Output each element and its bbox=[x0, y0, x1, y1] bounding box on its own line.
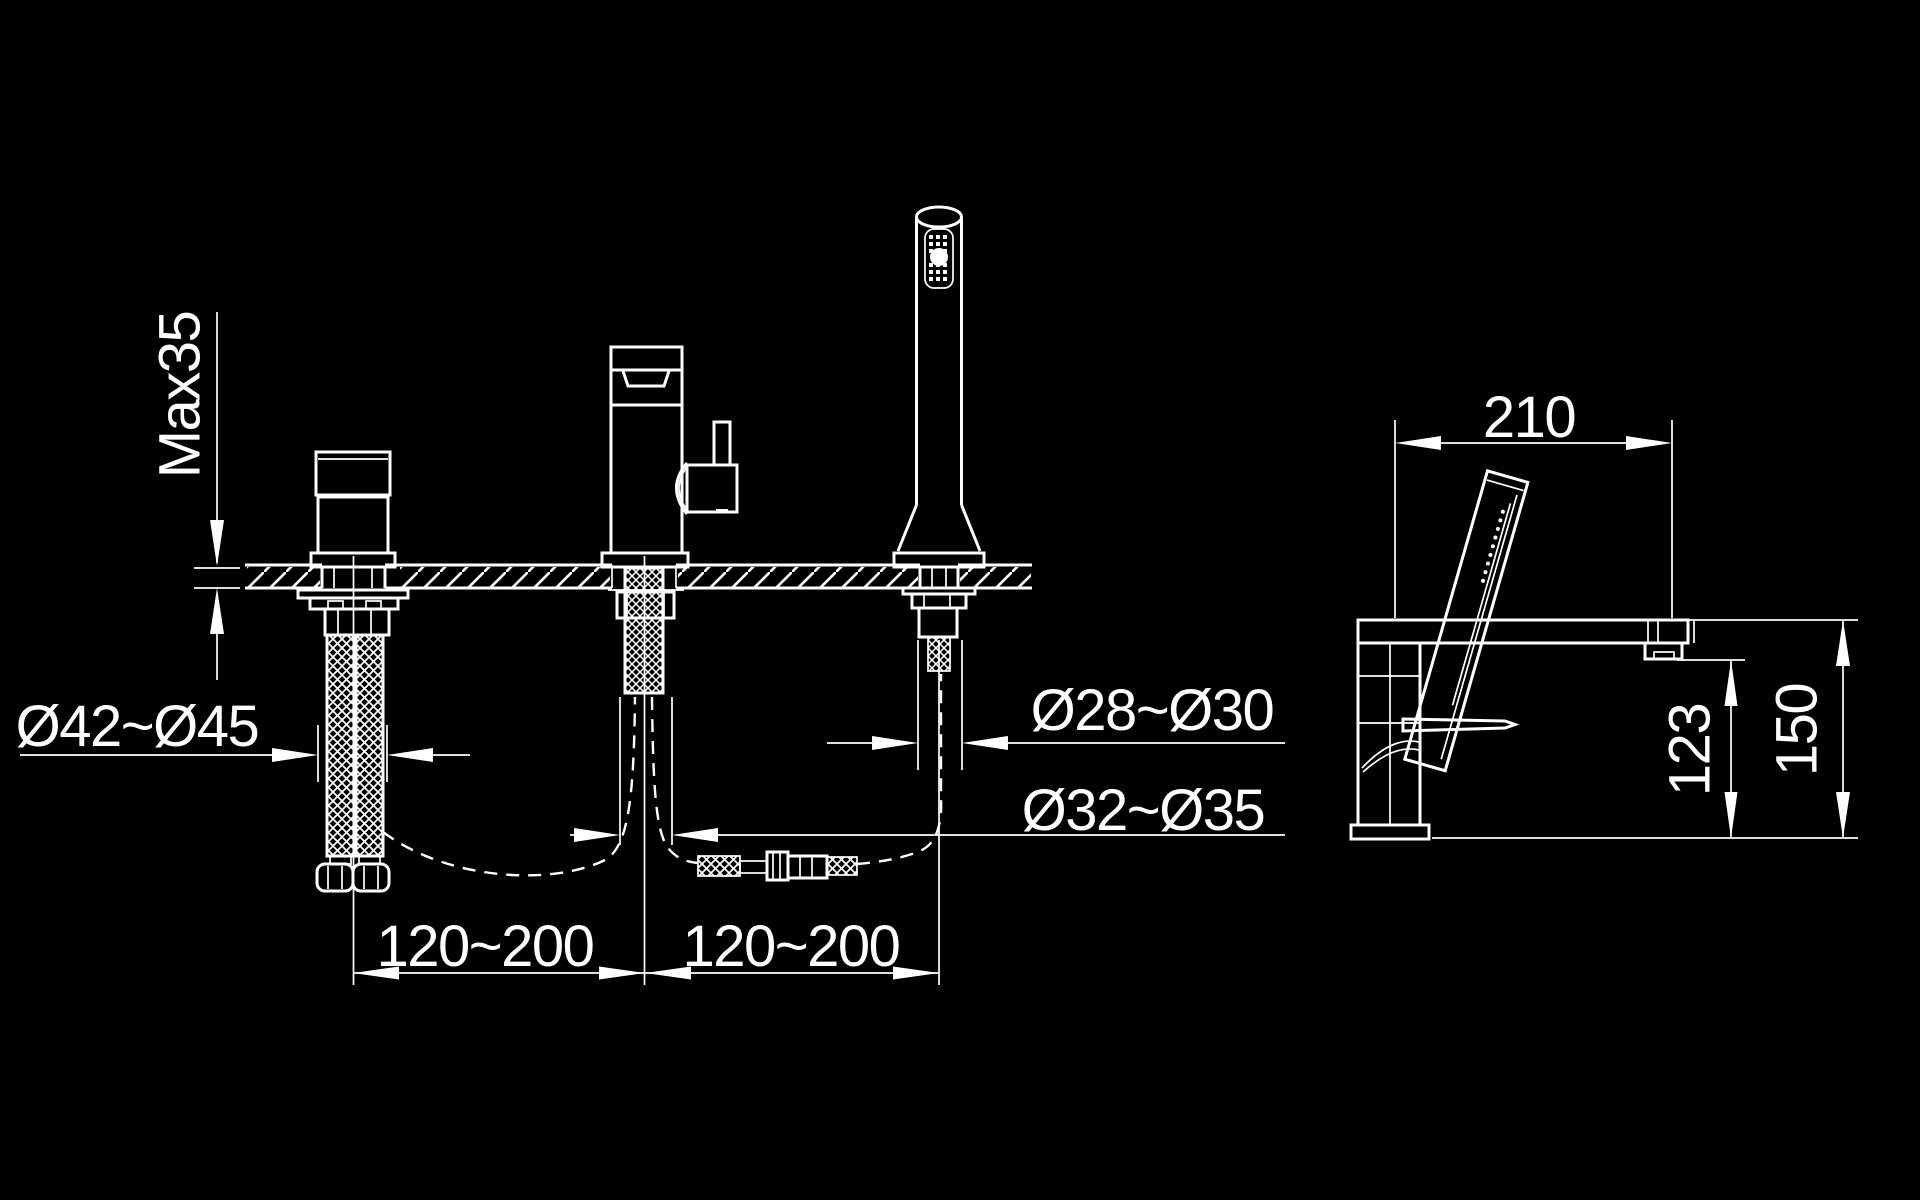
side-lever bbox=[1401, 717, 1520, 733]
wand-top-cap bbox=[915, 205, 963, 229]
left-valve-knob bbox=[314, 450, 392, 497]
spray-face-dots bbox=[929, 235, 948, 281]
side-base bbox=[1349, 823, 1431, 841]
wand-cone bbox=[896, 504, 982, 552]
dim-label-spacing-right: 120~200 bbox=[683, 914, 900, 979]
shower-base-flange bbox=[892, 551, 986, 569]
left-valve bbox=[296, 450, 410, 985]
spout-column bbox=[600, 345, 739, 985]
valve-to-spout-hose bbox=[382, 696, 637, 877]
dim-outlet-height: 123 bbox=[1657, 659, 1745, 838]
dim-label-150: 150 bbox=[1764, 684, 1829, 776]
side-wand bbox=[1402, 468, 1530, 773]
dim-hole-spacing: 120~200 120~200 bbox=[353, 914, 939, 980]
spout-mounting-nut bbox=[615, 590, 676, 620]
dim-left-hole: Ø42~Ø45 bbox=[16, 694, 470, 782]
dim-label-d42-d45: Ø42~Ø45 bbox=[16, 694, 259, 759]
hose-coupling bbox=[697, 850, 858, 882]
spout-hose-down bbox=[650, 696, 699, 865]
front-view: Max35 Ø42~Ø45 Ø28~Ø30 Ø32~Ø35 bbox=[16, 205, 1285, 985]
dim-label-spacing-left: 120~200 bbox=[377, 914, 594, 979]
side-wand-spray-dots bbox=[1481, 509, 1505, 583]
dim-deck-thickness: Max35 bbox=[147, 312, 240, 680]
shower-hose bbox=[856, 674, 943, 866]
supply-hose-right bbox=[356, 635, 383, 856]
deck-hatch bbox=[247, 567, 320, 587]
supply-hose-left bbox=[327, 635, 354, 856]
dim-shower-hole: Ø28~Ø30 bbox=[827, 640, 1285, 770]
dim-label-123: 123 bbox=[1657, 704, 1722, 796]
side-spout bbox=[1349, 618, 1695, 841]
dim-label-max35: Max35 bbox=[147, 312, 212, 479]
dim-overall-height: 150 bbox=[1432, 619, 1858, 839]
spout-top-notch bbox=[621, 370, 671, 388]
below-deck-hoses bbox=[382, 674, 943, 882]
spray-face bbox=[924, 228, 954, 289]
dim-label-210: 210 bbox=[1483, 385, 1575, 450]
mixer-handle-body bbox=[685, 463, 739, 514]
side-view: 210 123 150 bbox=[1349, 385, 1858, 841]
hand-shower bbox=[892, 205, 986, 985]
dim-label-d28-d30: Ø28~Ø30 bbox=[1031, 678, 1274, 743]
mounting-deck bbox=[245, 563, 1032, 590]
dim-spout-reach: 210 bbox=[1394, 385, 1673, 618]
aerator bbox=[1653, 651, 1675, 660]
dim-label-d32-d35: Ø32~Ø35 bbox=[1022, 778, 1265, 843]
dim-spout-hole: Ø32~Ø35 bbox=[570, 697, 1285, 845]
